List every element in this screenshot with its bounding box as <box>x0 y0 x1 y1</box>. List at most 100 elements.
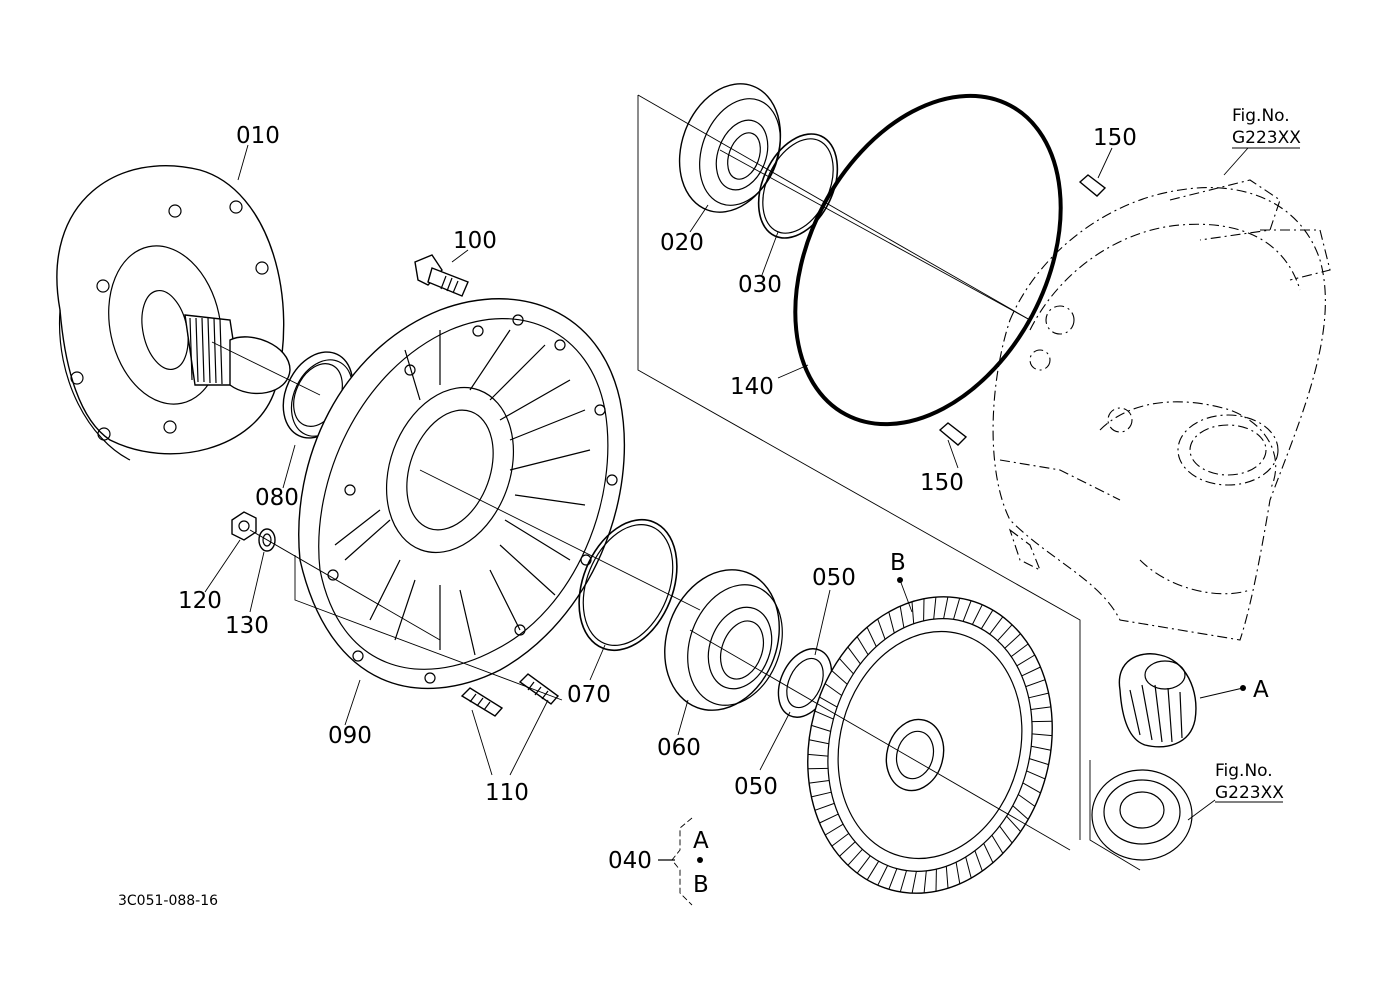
gear-tooth <box>824 683 842 696</box>
marker-a: A <box>1253 677 1269 703</box>
gear-tooth <box>1012 805 1029 820</box>
gear-tooth <box>814 802 835 811</box>
gear-tooth <box>819 813 839 824</box>
gear-tooth <box>962 600 972 622</box>
gear-tooth <box>811 791 832 798</box>
o-ring-070 <box>578 518 678 652</box>
label-150-upper: 150 <box>1093 125 1137 151</box>
gear-tooth <box>814 710 834 720</box>
label-090: 090 <box>328 723 372 749</box>
gear-tooth <box>983 843 994 863</box>
gear-tooth <box>877 865 889 886</box>
label-060: 060 <box>657 735 701 761</box>
marker-b: B <box>890 550 906 576</box>
assembly-boundary-lines <box>294 94 1141 871</box>
label-080: 080 <box>255 485 299 511</box>
label-150-lower: 150 <box>920 470 964 496</box>
gear-tooth <box>866 860 880 881</box>
gear-tooth <box>955 862 961 884</box>
gear-tooth <box>847 646 861 665</box>
gear-tooth <box>1029 758 1049 766</box>
gear-tooth <box>839 658 854 675</box>
gear-tooth <box>911 871 917 894</box>
gear-tooth <box>888 611 895 634</box>
label-130: 130 <box>225 613 269 639</box>
gear-tooth <box>847 848 863 866</box>
gear-tooth <box>991 834 1004 854</box>
gear-tooth <box>911 601 915 624</box>
group-040-bracket <box>658 817 703 906</box>
gear-tooth <box>866 627 877 647</box>
figure-code: 3C051-088-16 <box>118 893 218 909</box>
leader-lines <box>204 144 1300 821</box>
ring-gear-b <box>807 596 1053 894</box>
gear-tooth <box>809 780 830 784</box>
gear-tooth <box>877 618 886 640</box>
gear-tooth <box>971 604 983 625</box>
transmission-case-phantom <box>992 179 1331 641</box>
label-140: 140 <box>730 374 774 400</box>
gear-tooth <box>1021 666 1041 677</box>
gear-tooth <box>1022 782 1041 794</box>
label-050-lower: 050 <box>734 774 778 800</box>
fig-ref-upper-line1: Fig.No. <box>1232 106 1290 126</box>
label-070: 070 <box>567 682 611 708</box>
axis-lines <box>211 149 1071 851</box>
gear-tooth <box>965 856 972 879</box>
dowel-pin-150-upper <box>1078 174 1107 197</box>
gear-tooth <box>811 724 831 732</box>
gear-tooth <box>999 825 1013 844</box>
group-040-a: A <box>693 828 709 854</box>
label-040: 040 <box>608 848 652 874</box>
ring-gear-teeth <box>807 596 1053 894</box>
label-050-upper: 050 <box>812 565 856 591</box>
gear-tooth <box>819 696 838 708</box>
fig-ref-upper-line2: G223XX <box>1232 128 1301 148</box>
label-010: 010 <box>236 123 280 149</box>
gear-tooth <box>831 832 850 847</box>
gear-tooth <box>1030 706 1051 710</box>
gear-tooth <box>1026 770 1046 780</box>
gear-tooth <box>888 868 898 890</box>
nut-120 <box>231 511 257 541</box>
gear-tooth <box>831 670 848 685</box>
gear-tooth <box>1032 733 1053 737</box>
gear-tooth <box>807 753 828 757</box>
gear-tooth <box>997 624 1013 642</box>
gear-tooth <box>1004 633 1021 649</box>
gear-tooth <box>945 866 949 889</box>
gear-tooth <box>933 597 937 620</box>
gear-tooth <box>1025 679 1046 688</box>
bearing-060 <box>664 569 783 711</box>
housing-090 <box>298 298 626 690</box>
gear-tooth <box>1010 643 1029 658</box>
stud-bolts-110 <box>460 673 560 717</box>
gear-tooth <box>1028 692 1049 699</box>
gear-tooth <box>943 596 949 619</box>
gear-tooth <box>1018 794 1036 807</box>
gear-tooth <box>856 855 871 874</box>
o-ring-140 <box>793 93 1063 427</box>
fig-ref-lower-line1: Fig.No. <box>1215 761 1273 781</box>
fig-ref-lower-line2: G223XX <box>1215 783 1284 803</box>
label-020: 020 <box>660 230 704 256</box>
gear-tooth <box>1016 654 1036 667</box>
gear-tooth <box>923 870 927 893</box>
gear-tooth <box>809 739 829 745</box>
gear-tooth <box>974 850 983 872</box>
gear-tooth <box>856 636 869 656</box>
label-100: 100 <box>453 228 497 254</box>
gear-tooth <box>1031 745 1051 751</box>
label-030: 030 <box>738 272 782 298</box>
gear-tooth <box>953 597 961 620</box>
gear-tooth <box>989 616 1004 635</box>
gear-tooth <box>980 609 994 630</box>
gear-tooth <box>839 841 856 857</box>
dowel-pin-150-lower <box>938 422 968 446</box>
gear-tooth <box>899 870 907 893</box>
gear-tooth <box>899 606 905 628</box>
flange-shaft-010 <box>56 165 291 461</box>
label-120: 120 <box>178 588 222 614</box>
bolt-100 <box>414 254 469 297</box>
